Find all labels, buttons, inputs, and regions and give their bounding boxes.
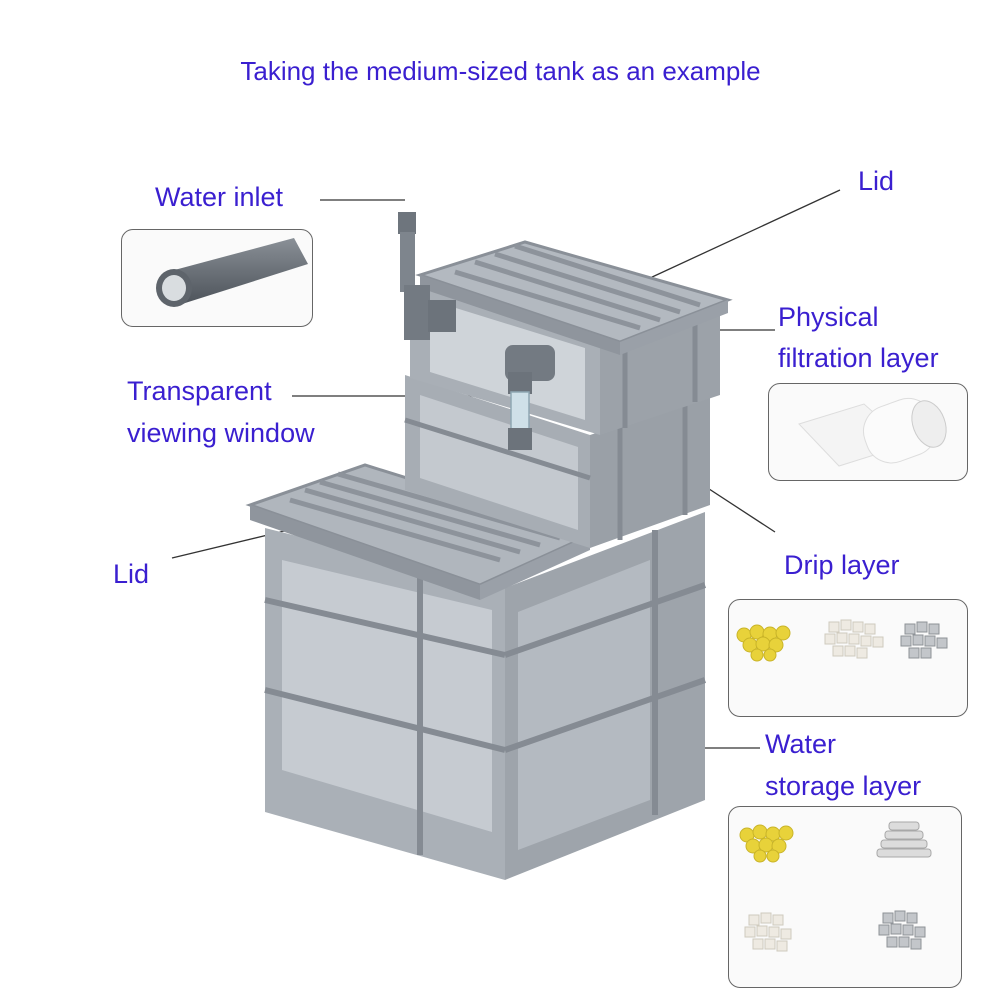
drip-tank [404, 375, 710, 548]
label-transparent-line2: viewing window [127, 418, 315, 448]
storage-tank [264, 512, 706, 880]
label-drip: Drip layer [784, 550, 900, 580]
label-physical-line1: Physical [778, 302, 879, 332]
label-physical-line2: filtration layer [778, 343, 939, 373]
label-water-inlet: Water inlet [155, 182, 284, 212]
storage-media-card [728, 806, 962, 988]
viewing-window-pipe [505, 345, 555, 450]
top-lid [415, 240, 733, 355]
label-lid-top: Lid [858, 166, 895, 196]
filter-cotton-image [798, 397, 947, 467]
label-lid-left: Lid [113, 559, 150, 589]
inlet-pipe [398, 212, 456, 340]
filter-cotton-card [768, 383, 968, 481]
page-title: Taking the medium-sized tank as an examp… [240, 56, 761, 86]
label-transparent-line1: Transparent [127, 376, 272, 406]
label-water-line1: Water [765, 729, 837, 759]
left-lid [245, 463, 595, 600]
pipe-card [121, 229, 313, 327]
storage-media-image [739, 821, 932, 952]
drip-media-image [736, 619, 948, 662]
drip-media-card [728, 599, 968, 717]
label-water-line2: storage layer [765, 771, 922, 801]
pvc-pipe-image [156, 238, 308, 307]
